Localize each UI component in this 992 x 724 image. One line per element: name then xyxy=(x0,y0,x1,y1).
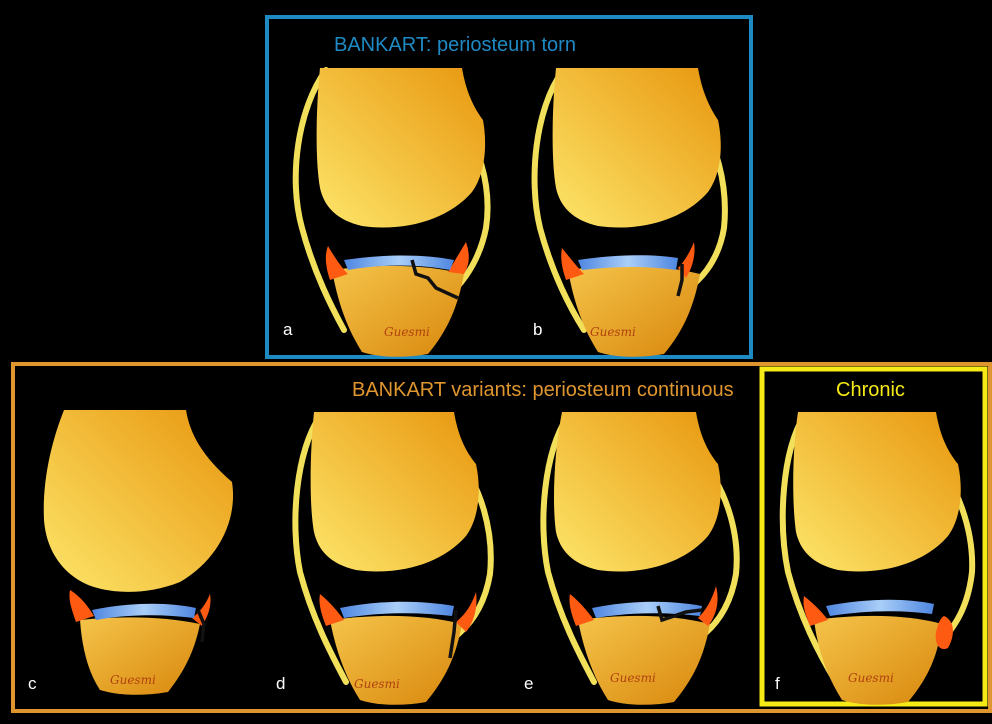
panel-c-shoulder: Guesmi xyxy=(44,410,233,695)
panel-label-f: f xyxy=(775,674,780,694)
glenoid-shape xyxy=(332,266,464,357)
panel-label-d: d xyxy=(276,674,285,694)
humeral-head-shape xyxy=(317,68,485,228)
artist-signature: Guesmi xyxy=(848,671,894,685)
labrum-triangle xyxy=(326,246,348,280)
labrum-triangle xyxy=(936,616,953,649)
glenoid-shape xyxy=(568,266,700,357)
panel-label-a: a xyxy=(283,320,292,340)
labrum-triangle xyxy=(448,242,469,274)
glenoid-shape xyxy=(578,616,710,705)
cartilage-band xyxy=(826,600,934,616)
artist-signature: Guesmi xyxy=(610,671,656,685)
panel-label-b: b xyxy=(533,320,542,340)
labrum-triangle xyxy=(569,594,594,626)
panel-label-c: c xyxy=(28,674,37,694)
panel-f-shoulder: Guesmi xyxy=(783,412,972,705)
humeral-head-shape xyxy=(553,68,721,228)
labrum-triangle xyxy=(319,594,344,626)
glenoid-shape xyxy=(814,616,942,705)
panel-b-shoulder: Guesmi xyxy=(535,68,725,357)
panel-d-shoulder: Guesmi xyxy=(295,412,490,705)
humeral-head-shape xyxy=(554,412,721,572)
artist-signature: Guesmi xyxy=(354,677,400,691)
artist-signature: Guesmi xyxy=(384,325,430,339)
bankart-title: BANKART: periosteum torn xyxy=(334,34,576,57)
humeral-head-shape xyxy=(311,412,479,572)
variants-title: BANKART variants: periosteum continuous xyxy=(352,379,734,402)
humeral-head-shape xyxy=(44,410,233,592)
artist-signature: Guesmi xyxy=(110,673,156,687)
glenoid-shape xyxy=(330,616,462,705)
humeral-head-shape xyxy=(793,412,961,572)
panel-e-shoulder: Guesmi xyxy=(543,412,736,705)
panel-label-e: e xyxy=(524,674,533,694)
labrum-triangle xyxy=(69,590,94,622)
panel-a-shoulder: Guesmi xyxy=(296,68,488,357)
cartilage-band xyxy=(592,602,702,618)
cartilage-band xyxy=(340,602,454,618)
chronic-title: Chronic xyxy=(836,379,905,402)
artist-signature: Guesmi xyxy=(590,325,636,339)
cartilage-band xyxy=(92,604,196,620)
